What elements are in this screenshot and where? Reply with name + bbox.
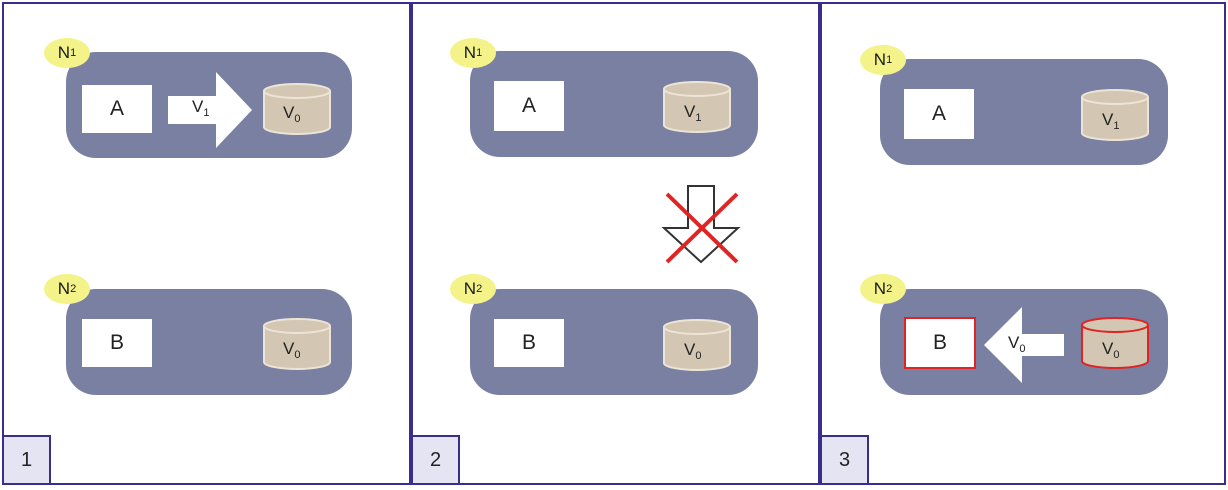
node-n1: A V1 <box>470 51 758 157</box>
panel-number: 2 <box>413 435 460 483</box>
db-label: V0 <box>283 339 301 361</box>
process-b: B <box>494 319 564 367</box>
panel-number: 1 <box>4 435 51 483</box>
arrow-label: V0 <box>1008 333 1026 355</box>
process-b-highlighted: B <box>904 317 976 369</box>
db-label: V0 <box>1102 339 1120 361</box>
database-icon <box>263 318 331 370</box>
db-label: V0 <box>684 340 702 362</box>
node-n2: B V0 <box>470 289 758 395</box>
node-n2: B V0 V0 <box>880 289 1168 395</box>
database-icon <box>663 81 731 133</box>
node-n2: B V0 <box>66 289 352 395</box>
panel-number: 3 <box>822 435 869 483</box>
node-n1: A V1 <box>880 59 1168 165</box>
process-a: A <box>904 89 974 139</box>
process-b: B <box>82 319 152 367</box>
left-arrow-icon <box>984 307 1064 383</box>
node-n1: A V1 V0 <box>66 52 352 158</box>
blocked-down-arrow-icon <box>661 185 741 264</box>
database-icon <box>1081 89 1149 141</box>
db-label: V1 <box>1102 110 1120 132</box>
process-a: A <box>82 85 152 133</box>
arrow-label: V1 <box>192 97 210 119</box>
db-label: V0 <box>283 103 301 125</box>
db-label: V1 <box>684 102 702 124</box>
database-icon <box>663 319 731 371</box>
database-icon-highlighted <box>1081 317 1149 369</box>
database-icon <box>263 83 331 135</box>
right-arrow-icon <box>168 72 252 148</box>
process-a: A <box>494 81 564 131</box>
